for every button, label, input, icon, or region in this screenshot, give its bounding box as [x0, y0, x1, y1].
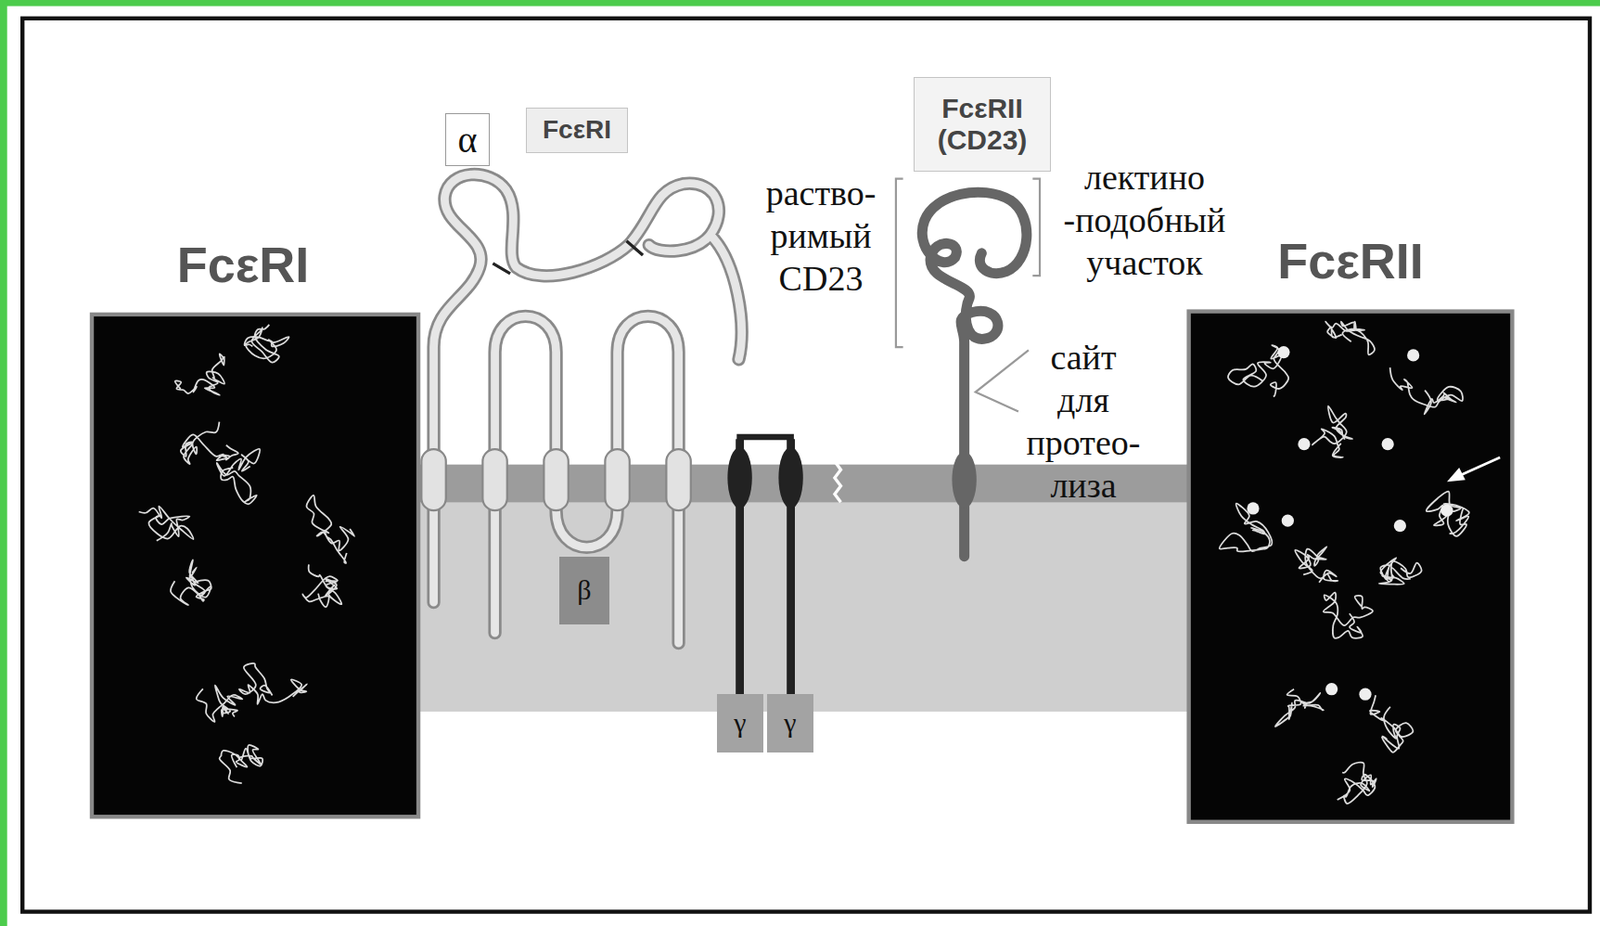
transmembrane-helix — [543, 448, 568, 511]
ribbon-trace — [239, 663, 308, 704]
structure-panel — [91, 314, 419, 817]
receptor-title: FcεRII — [1277, 233, 1424, 289]
ribbon-trace — [1219, 503, 1272, 552]
node-text: α — [458, 117, 478, 162]
node-text: FcεRI — [542, 115, 612, 145]
residue-dot — [1325, 682, 1338, 695]
ribbon-trace — [170, 559, 212, 605]
residue-dot — [1281, 514, 1294, 527]
transmembrane-helix — [604, 448, 629, 511]
transmembrane-helix — [727, 447, 752, 509]
residue-dot — [1382, 437, 1395, 450]
residue-dot — [1277, 345, 1290, 359]
ribbon-trace — [175, 353, 225, 395]
residue-dot — [1394, 519, 1407, 532]
pointer-arrow — [1459, 457, 1500, 476]
receptor-name-box: FcεRI — [525, 107, 628, 154]
cytoplasm — [418, 499, 1190, 712]
receptor-title: FcεRI — [177, 237, 310, 293]
beta-chain-outline — [495, 316, 679, 643]
residue-dot — [1358, 688, 1371, 701]
beta-chain-body — [495, 316, 679, 643]
part-label: сайт для протео- лиза — [1026, 335, 1141, 507]
pointer-arrow — [1446, 467, 1466, 482]
alpha-chain-body — [434, 174, 743, 602]
transmembrane-helix — [951, 450, 976, 509]
ribbon-trace — [1426, 491, 1470, 537]
structure-panel — [1189, 311, 1513, 822]
residue-dot — [1407, 348, 1420, 361]
protein-ribbon — [139, 324, 356, 783]
ribbon-trace — [1337, 762, 1377, 805]
green-border — [0, 0, 1600, 7]
transmembrane-helix — [421, 448, 446, 511]
ribbon-trace — [139, 505, 194, 540]
node-text: γ — [783, 706, 796, 739]
disulfide-bond — [736, 434, 794, 441]
gamma-chain — [727, 436, 803, 694]
transmembrane-helix — [421, 448, 691, 511]
ribbon-trace — [1325, 321, 1375, 356]
chain-label-box: α — [445, 113, 490, 167]
node-text: γ — [733, 706, 746, 739]
beta-chain — [495, 316, 679, 643]
protease-site-wedge — [975, 349, 1029, 411]
transmembrane-helix — [482, 448, 507, 511]
receptor-name-box: FcεRII (CD23) — [913, 76, 1051, 172]
transmembrane-helix — [665, 448, 691, 511]
bracket — [1032, 179, 1040, 277]
part-label: раство- римый CD23 — [766, 171, 877, 300]
ribbon-trace — [219, 744, 263, 783]
ribbon-trace — [244, 324, 290, 363]
disulfide-bond — [492, 241, 643, 274]
protein-ribbon — [1219, 321, 1470, 805]
frame — [22, 18, 1590, 912]
alpha-chain — [434, 174, 743, 602]
ribbon-trace — [302, 563, 342, 607]
part-label: лектино -подобный участок — [1063, 155, 1227, 284]
ribbon-trace — [217, 448, 260, 505]
bracket — [896, 179, 904, 348]
membrane-break — [834, 460, 842, 502]
alpha-chain-outline — [434, 174, 743, 602]
node-text: FcεRII (CD23) — [937, 92, 1028, 156]
node-text: β — [576, 574, 591, 606]
ribbon-trace — [180, 422, 239, 464]
chain-label-box: γ — [716, 693, 764, 753]
ribbon-trace — [196, 684, 244, 721]
chain-label-box: γ — [767, 693, 814, 753]
residue-dot — [1440, 504, 1453, 517]
green-border — [0, 0, 8, 926]
ribbon-trace — [1390, 367, 1463, 414]
ribbon-trace — [1369, 694, 1414, 753]
ribbon-trace — [1275, 689, 1324, 728]
residue-dot — [1246, 501, 1259, 514]
residue-dot — [1297, 437, 1310, 450]
ribbon-trace — [1379, 557, 1422, 585]
ribbon-trace — [1294, 546, 1338, 583]
ribbon-trace — [1312, 406, 1353, 458]
ribbon-trace — [307, 495, 356, 564]
transmembrane-helix — [778, 447, 803, 509]
ribbon-trace — [1323, 592, 1373, 639]
chain-label-box: β — [559, 556, 610, 625]
